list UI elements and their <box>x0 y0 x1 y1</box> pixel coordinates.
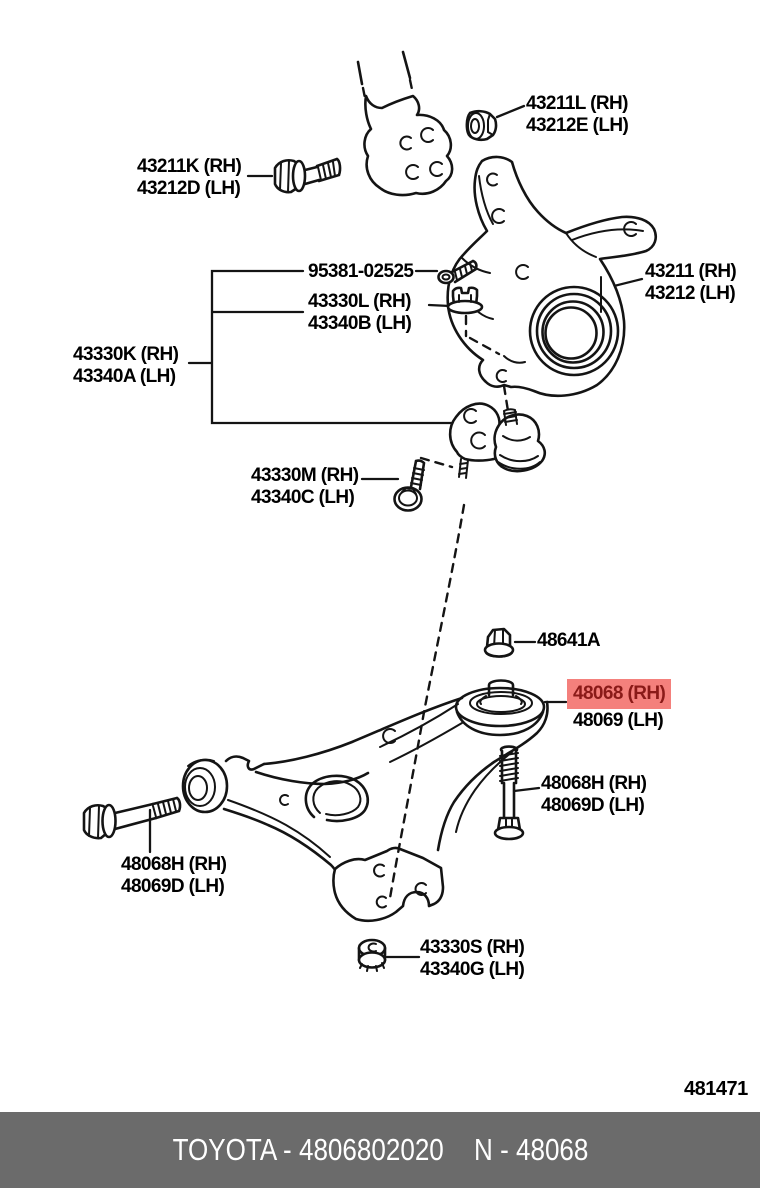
figure-number: 481471 <box>684 1078 748 1100</box>
part-number-lh: 48069D (LH) <box>121 875 225 897</box>
part-number-rh: 43330K (RH) <box>73 344 179 365</box>
label-lower-arm[interactable]: 48068 (RH) 48069 (LH) <box>567 679 672 731</box>
camber-bolt-icon <box>437 259 478 285</box>
part-number-rh: 43211L (RH) <box>526 93 628 114</box>
control-arm-drawing <box>181 679 549 923</box>
highlighted-part-number-rh[interactable]: 48068 (RH) <box>567 679 672 709</box>
diagram-line-art <box>82 50 658 972</box>
strut-drawing <box>356 50 454 197</box>
label-knuckle[interactable]: 43211 (RH) 43212 (LH) <box>645 261 737 304</box>
arm-bolt-left-icon <box>82 796 182 840</box>
part-number-rh: 43211 (RH) <box>645 261 737 282</box>
part-number-rh: 43330M (RH) <box>251 465 359 486</box>
knuckle-castle-nut-icon <box>446 286 484 315</box>
arm-bolt-right-icon <box>493 745 525 841</box>
part-number-rh: 43330L (RH) <box>308 291 411 312</box>
part-number-lh: 43340C (LH) <box>251 486 355 508</box>
part-number: 48641A <box>537 630 601 651</box>
footer-text: TOYOTA - 4806802020 N - 48068 <box>172 1132 588 1168</box>
ball-joint-drawing <box>448 402 547 479</box>
footer-part-code: N - 48068 <box>473 1132 588 1167</box>
label-strut-nut[interactable]: 43211L (RH) 43212E (LH) <box>526 93 629 136</box>
part-number-rh: 48068H (RH) <box>541 773 647 794</box>
part-number-lh: 43212 (LH) <box>645 282 736 304</box>
part-number-lh: 43340A (LH) <box>73 365 176 387</box>
label-strut-bolt[interactable]: 43211K (RH) 43212D (LH) <box>137 156 242 199</box>
leader-lines <box>148 104 644 959</box>
label-balljoint-kit[interactable]: 43330K (RH) 43340A (LH) <box>73 344 179 387</box>
part-number-lh: 48069 (LH) <box>573 710 664 731</box>
label-knuckle-nut[interactable]: 43330L (RH) 43340B (LH) <box>308 291 412 334</box>
label-arm-rear-nut[interactable]: 43330S (RH) 43340G (LH) <box>420 937 525 980</box>
footer-bar: TOYOTA - 4806802020 N - 48068 <box>0 1112 760 1188</box>
part-number-lh: 43212E (LH) <box>526 114 629 136</box>
part-number-rh: 43330S (RH) <box>420 937 525 958</box>
label-balljoint-bolt[interactable]: 43330M (RH) 43340C (LH) <box>251 465 359 508</box>
label-camber-bolt[interactable]: 95381-02525 <box>308 261 414 283</box>
label-arm-bolt-left[interactable]: 48068H (RH) 48069D (LH) <box>121 854 227 897</box>
part-number-lh: 43340B (LH) <box>308 312 412 334</box>
part-number-rh: 48068H (RH) <box>121 854 227 875</box>
part-number-rh: 43211K (RH) <box>137 156 242 177</box>
assembly-dashed-lines <box>388 314 510 900</box>
part-number-lh: 43212D (LH) <box>137 177 241 199</box>
part-number: 95381-02525 <box>308 261 414 282</box>
arm-rear-nut-icon <box>357 938 387 972</box>
footer-catalog-code: TOYOTA - 4806802020 <box>172 1132 444 1167</box>
label-arm-stud-nut[interactable]: 48641A <box>537 630 601 652</box>
part-number-lh: 48069D (LH) <box>541 794 645 816</box>
balljoint-bolt-icon <box>393 459 426 512</box>
knuckle-drawing <box>446 155 658 398</box>
part-number-lh: 43340G (LH) <box>420 958 525 980</box>
arm-stud-nut-icon <box>483 627 515 658</box>
strut-bolt-icon <box>273 157 342 194</box>
strut-nut-icon <box>465 109 498 142</box>
label-arm-bolt-right[interactable]: 48068H (RH) 48069D (LH) <box>541 773 647 816</box>
